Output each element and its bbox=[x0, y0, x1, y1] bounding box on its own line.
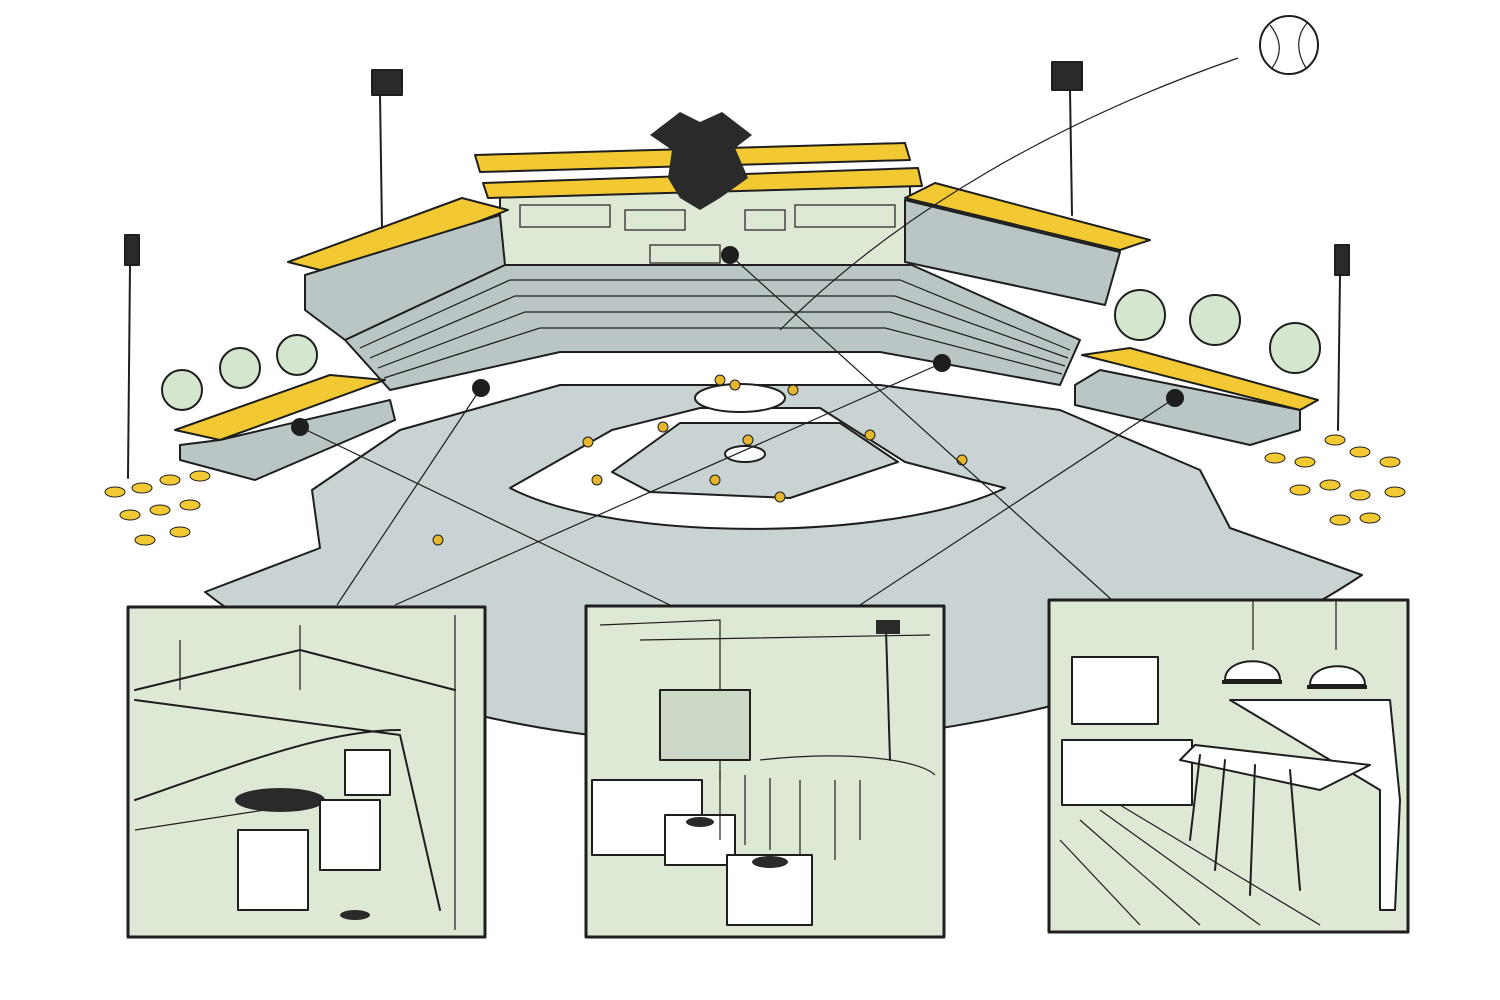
left-pavilion-roof bbox=[174, 374, 386, 441]
inset-lounge bbox=[584, 604, 946, 939]
callout-dots bbox=[291, 246, 1184, 436]
patio-umbrellas-right bbox=[1264, 434, 1406, 526]
left-wing-stand bbox=[304, 214, 506, 341]
pendant-lamp-left bbox=[1224, 660, 1281, 681]
inset-suite-interior bbox=[1047, 598, 1410, 934]
light-towers bbox=[124, 61, 1350, 479]
right-pavilion bbox=[1074, 369, 1301, 446]
callout-lines bbox=[299, 254, 1176, 606]
press-box-windows bbox=[519, 204, 896, 264]
baseball-icon bbox=[1259, 15, 1319, 75]
home-plate-area bbox=[694, 383, 786, 413]
left-pavilion bbox=[179, 399, 396, 481]
pitchers-mound bbox=[724, 445, 766, 463]
players bbox=[432, 374, 968, 546]
trees bbox=[161, 289, 1321, 411]
right-wing-stand bbox=[904, 199, 1121, 306]
ball-trajectory bbox=[779, 57, 1239, 331]
seating-rows bbox=[359, 279, 1071, 379]
inset-box-seats bbox=[126, 605, 487, 939]
right-roof bbox=[904, 182, 1151, 251]
pendant-lamp-right bbox=[1309, 665, 1366, 686]
right-pavilion-roof bbox=[1081, 347, 1319, 411]
team-logo bbox=[650, 112, 752, 210]
patio-umbrellas-left bbox=[104, 470, 211, 546]
